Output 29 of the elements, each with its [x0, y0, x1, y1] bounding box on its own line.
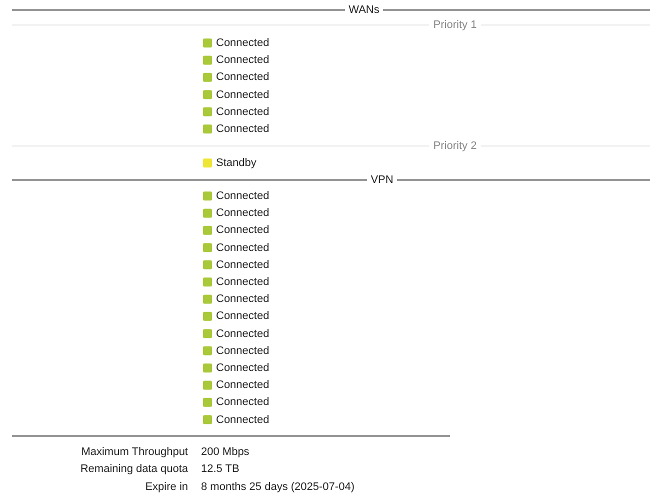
- group-heading: Priority 1: [429, 18, 481, 32]
- status-text: Connected: [216, 309, 270, 324]
- status-text: Connected: [216, 258, 270, 272]
- status-text: Connected: [216, 189, 270, 203]
- status-text: Connected: [216, 206, 270, 220]
- status-text: Connected: [216, 36, 270, 50]
- status-text: Connected: [216, 412, 270, 427]
- field-value: 12.5 TB: [201, 462, 240, 476]
- status-text: Connected: [216, 70, 270, 84]
- field-value: 8 months 25 days (2025-07-04): [201, 480, 354, 494]
- field-label: Expire in: [145, 480, 188, 494]
- field-label: Maximum Throughput: [81, 445, 188, 459]
- group-heading: Priority 2: [429, 139, 481, 153]
- status-text: Connected: [216, 104, 270, 119]
- field-value: 200 Mbps: [201, 445, 250, 459]
- status-text: Connected: [216, 326, 270, 341]
- status-text: Connected: [216, 361, 270, 375]
- status-text: Connected: [216, 88, 270, 102]
- status-text: Connected: [216, 292, 270, 306]
- status-text: Connected: [216, 344, 270, 358]
- status-text: Connected: [216, 378, 270, 392]
- status-text: Connected: [216, 223, 270, 238]
- field-label: Remaining data quota: [80, 462, 188, 476]
- status-text: Connected: [216, 53, 270, 68]
- status-text: Standby: [216, 156, 256, 170]
- status-text: Connected: [216, 122, 270, 136]
- status-text: Connected: [216, 240, 270, 255]
- status-text: Connected: [216, 275, 270, 289]
- status-text: Connected: [216, 395, 270, 410]
